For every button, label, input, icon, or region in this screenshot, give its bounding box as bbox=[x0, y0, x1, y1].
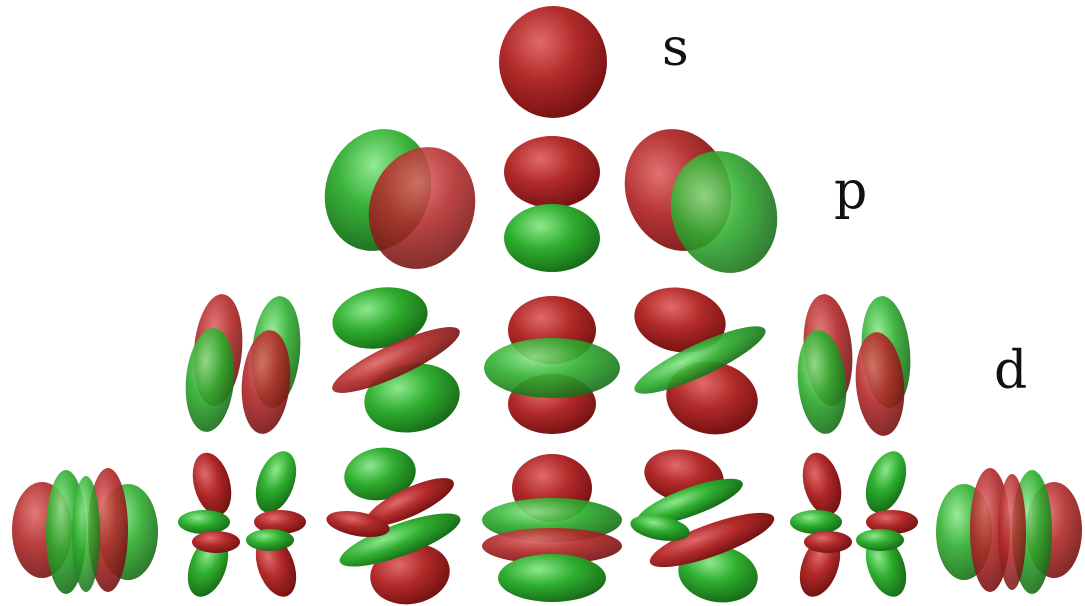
d-orbital-4 bbox=[628, 280, 772, 441]
d-shell-label: d bbox=[994, 345, 1027, 397]
f-orbital-1 bbox=[12, 468, 158, 594]
f-orbital-2 bbox=[178, 446, 306, 602]
d-orbital-2 bbox=[326, 280, 466, 440]
f-orbital-5 bbox=[628, 443, 779, 606]
d-orbital-3 bbox=[484, 296, 620, 434]
d-orbital-1 bbox=[182, 292, 305, 436]
p-orbital-left bbox=[308, 114, 492, 284]
p-orbital-right bbox=[608, 114, 794, 288]
s-orbital bbox=[499, 6, 607, 118]
s-shell-label: s bbox=[662, 22, 689, 74]
f-orbital-3 bbox=[324, 442, 465, 606]
f-orbital-4 bbox=[482, 454, 622, 602]
f-orbital-7 bbox=[936, 468, 1082, 594]
p-shell-label: p bbox=[834, 165, 867, 217]
f-orbital-6 bbox=[790, 446, 918, 602]
d-orbital-5 bbox=[794, 292, 915, 438]
p-orbital-center bbox=[504, 136, 600, 272]
